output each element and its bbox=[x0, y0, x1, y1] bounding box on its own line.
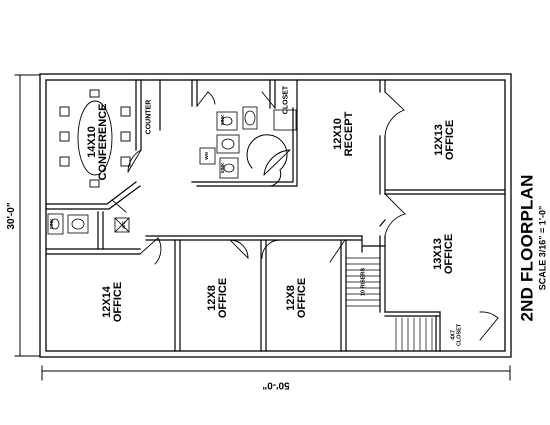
reception-label: 12X10 RECEPT bbox=[332, 111, 355, 157]
conference-name: CONFERENCE bbox=[97, 103, 109, 181]
ac-label: A/C bbox=[120, 221, 126, 229]
width-dimension-line bbox=[41, 365, 511, 381]
conference-room-label: 14X10 CONFERENCE bbox=[86, 103, 109, 181]
office-mid2-label: 12X8 OFFICE bbox=[285, 277, 308, 319]
risers-label: 10 RISERS bbox=[360, 267, 367, 297]
closet-small-label: 4X7 CLOSET bbox=[451, 323, 463, 347]
office-right-name: OFFICE bbox=[443, 233, 455, 275]
sink-label-2: SINK bbox=[219, 162, 225, 174]
plan-title: 2ND FLOORPLAN bbox=[517, 174, 537, 322]
counter-label: COUNTER bbox=[145, 99, 153, 135]
height-dimension: 30'-0" bbox=[6, 202, 17, 230]
door-swings bbox=[111, 91, 499, 341]
office-right-label: 13X13 OFFICE bbox=[432, 233, 455, 275]
conference-table bbox=[59, 89, 131, 188]
reception-desk bbox=[246, 134, 288, 187]
width-dimension: 50'-0" bbox=[262, 379, 290, 391]
plan-scale: SCALE 3/16" = 1'-0" bbox=[537, 205, 548, 291]
height-dimension-line bbox=[14, 74, 41, 357]
sink-label-3: SINK bbox=[48, 218, 54, 230]
office-top-right-name: OFFICE bbox=[444, 119, 456, 161]
wh-label: WH bbox=[203, 152, 209, 160]
bathroom-fixtures bbox=[47, 106, 297, 235]
office-mid1-name: OFFICE bbox=[217, 277, 229, 319]
reception-name: RECEPT bbox=[343, 111, 355, 157]
closet-top-label: CLOSET bbox=[282, 85, 290, 115]
office-top-right-label: 12X13 OFFICE bbox=[433, 119, 456, 161]
stair-treads bbox=[345, 257, 433, 351]
office-left-name: OFFICE bbox=[112, 281, 124, 323]
office-left-label: 12X14 OFFICE bbox=[101, 281, 124, 323]
closet-small-name: CLOSET bbox=[456, 323, 462, 347]
interior-walls bbox=[45, 79, 506, 352]
office-mid1-label: 12X8 OFFICE bbox=[206, 277, 229, 319]
sink-label-1: SINK bbox=[219, 114, 225, 126]
office-mid2-name: OFFICE bbox=[296, 277, 308, 319]
